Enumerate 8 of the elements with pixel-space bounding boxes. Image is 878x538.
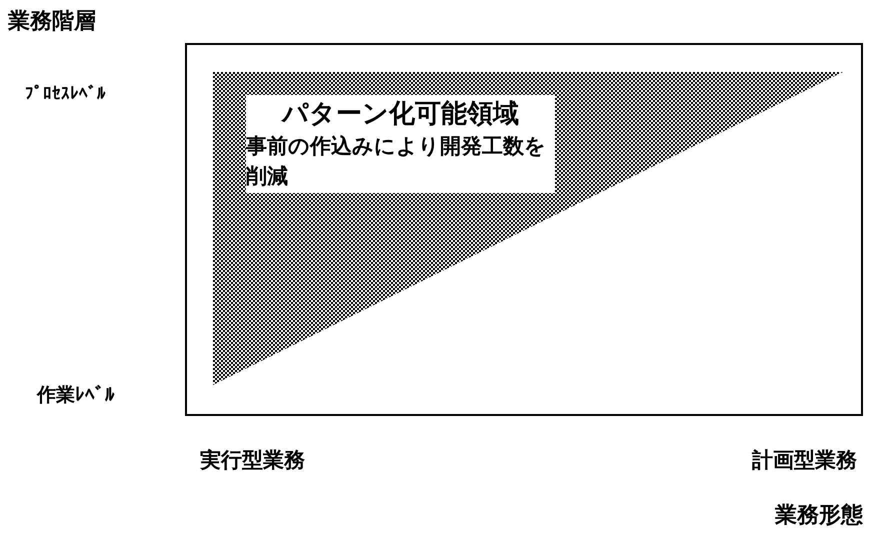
- region-title: パターン化可能領域: [280, 98, 520, 131]
- axis-label: 実行型業務: [200, 447, 305, 474]
- axis-title: 業務階層: [8, 8, 96, 36]
- axis-label: 業務形態: [775, 502, 863, 530]
- axis-label: ﾌﾟﾛｾｽﾚﾍﾞﾙ: [25, 84, 106, 104]
- axis-label: 作業ﾚﾍﾞﾙ: [37, 383, 115, 408]
- axis-label: 計画型業務: [752, 447, 857, 474]
- description-text: 事前の作込みにより開発工数を削減: [246, 133, 547, 190]
